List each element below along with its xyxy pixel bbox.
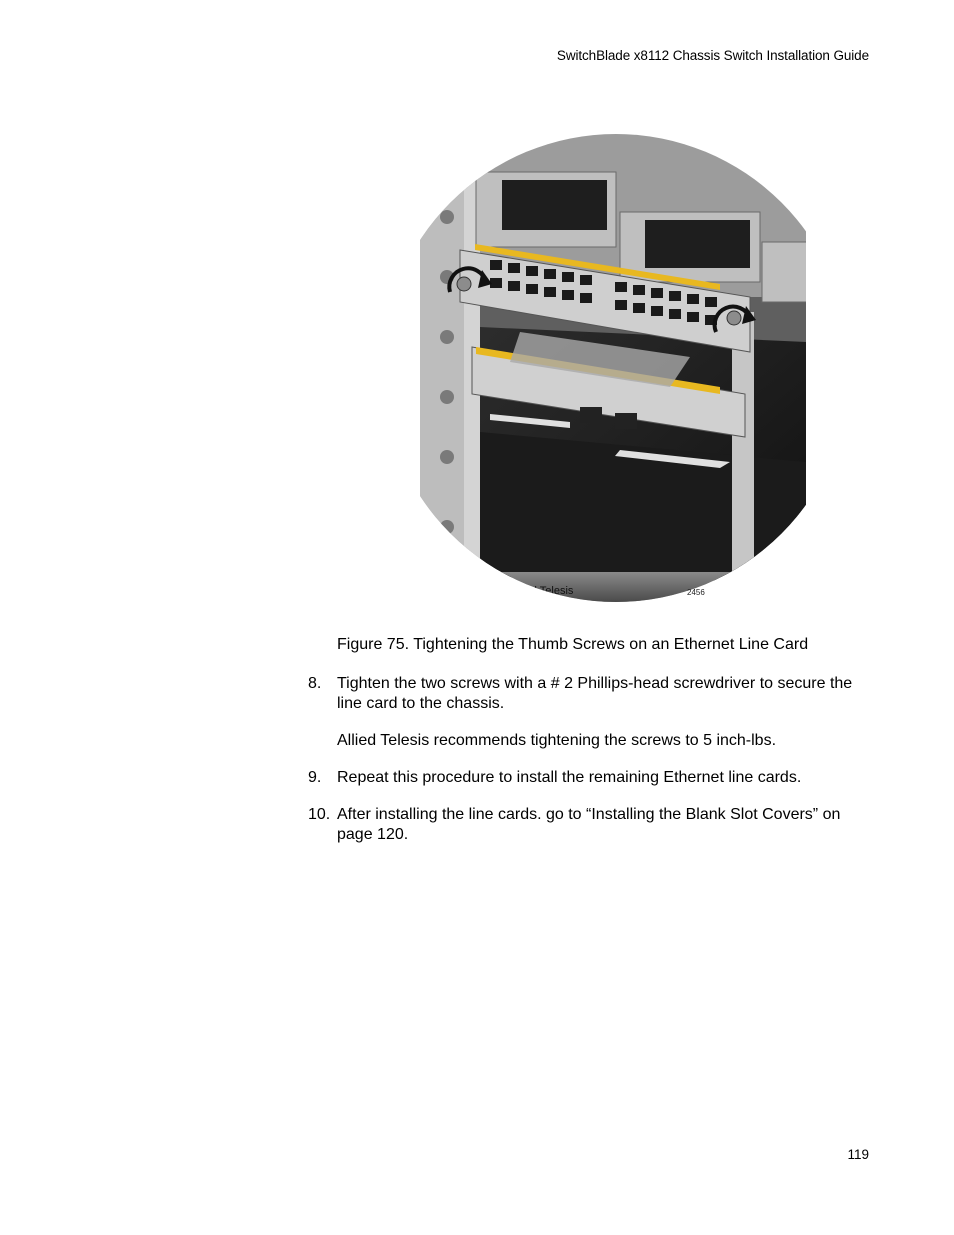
figure-chassis-illustration: Allied Telesis 2456 — [420, 132, 806, 602]
right-rack-rail — [732, 312, 754, 602]
step-item: 9. Repeat this procedure to install the … — [308, 768, 878, 788]
step-text: After installing the line cards. go to “… — [337, 806, 841, 843]
step-note: Allied Telesis recommends tightening the… — [337, 732, 777, 749]
figure-caption: Figure 75. Tightening the Thumb Screws o… — [337, 636, 809, 653]
step-number: 8. — [308, 675, 322, 692]
figure-id-label: 2456 — [687, 588, 705, 597]
step-number: 9. — [308, 769, 322, 786]
page-number: 119 — [847, 1147, 869, 1162]
step-text: Tighten the two screws with a # 2 Philli… — [337, 675, 853, 712]
procedure-steps: 8. Tighten the two screws with a # 2 Phi… — [308, 674, 878, 862]
brand-label: Allied Telesis — [510, 585, 574, 597]
step-text: Repeat this procedure to install the rem… — [337, 769, 802, 786]
step-item: 10. After installing the line cards. go … — [308, 805, 878, 845]
step-item: 8. Tighten the two screws with a # 2 Phi… — [308, 674, 878, 714]
running-header: SwitchBlade x8112 Chassis Switch Install… — [556, 48, 869, 63]
step-number: 10. — [308, 806, 331, 823]
